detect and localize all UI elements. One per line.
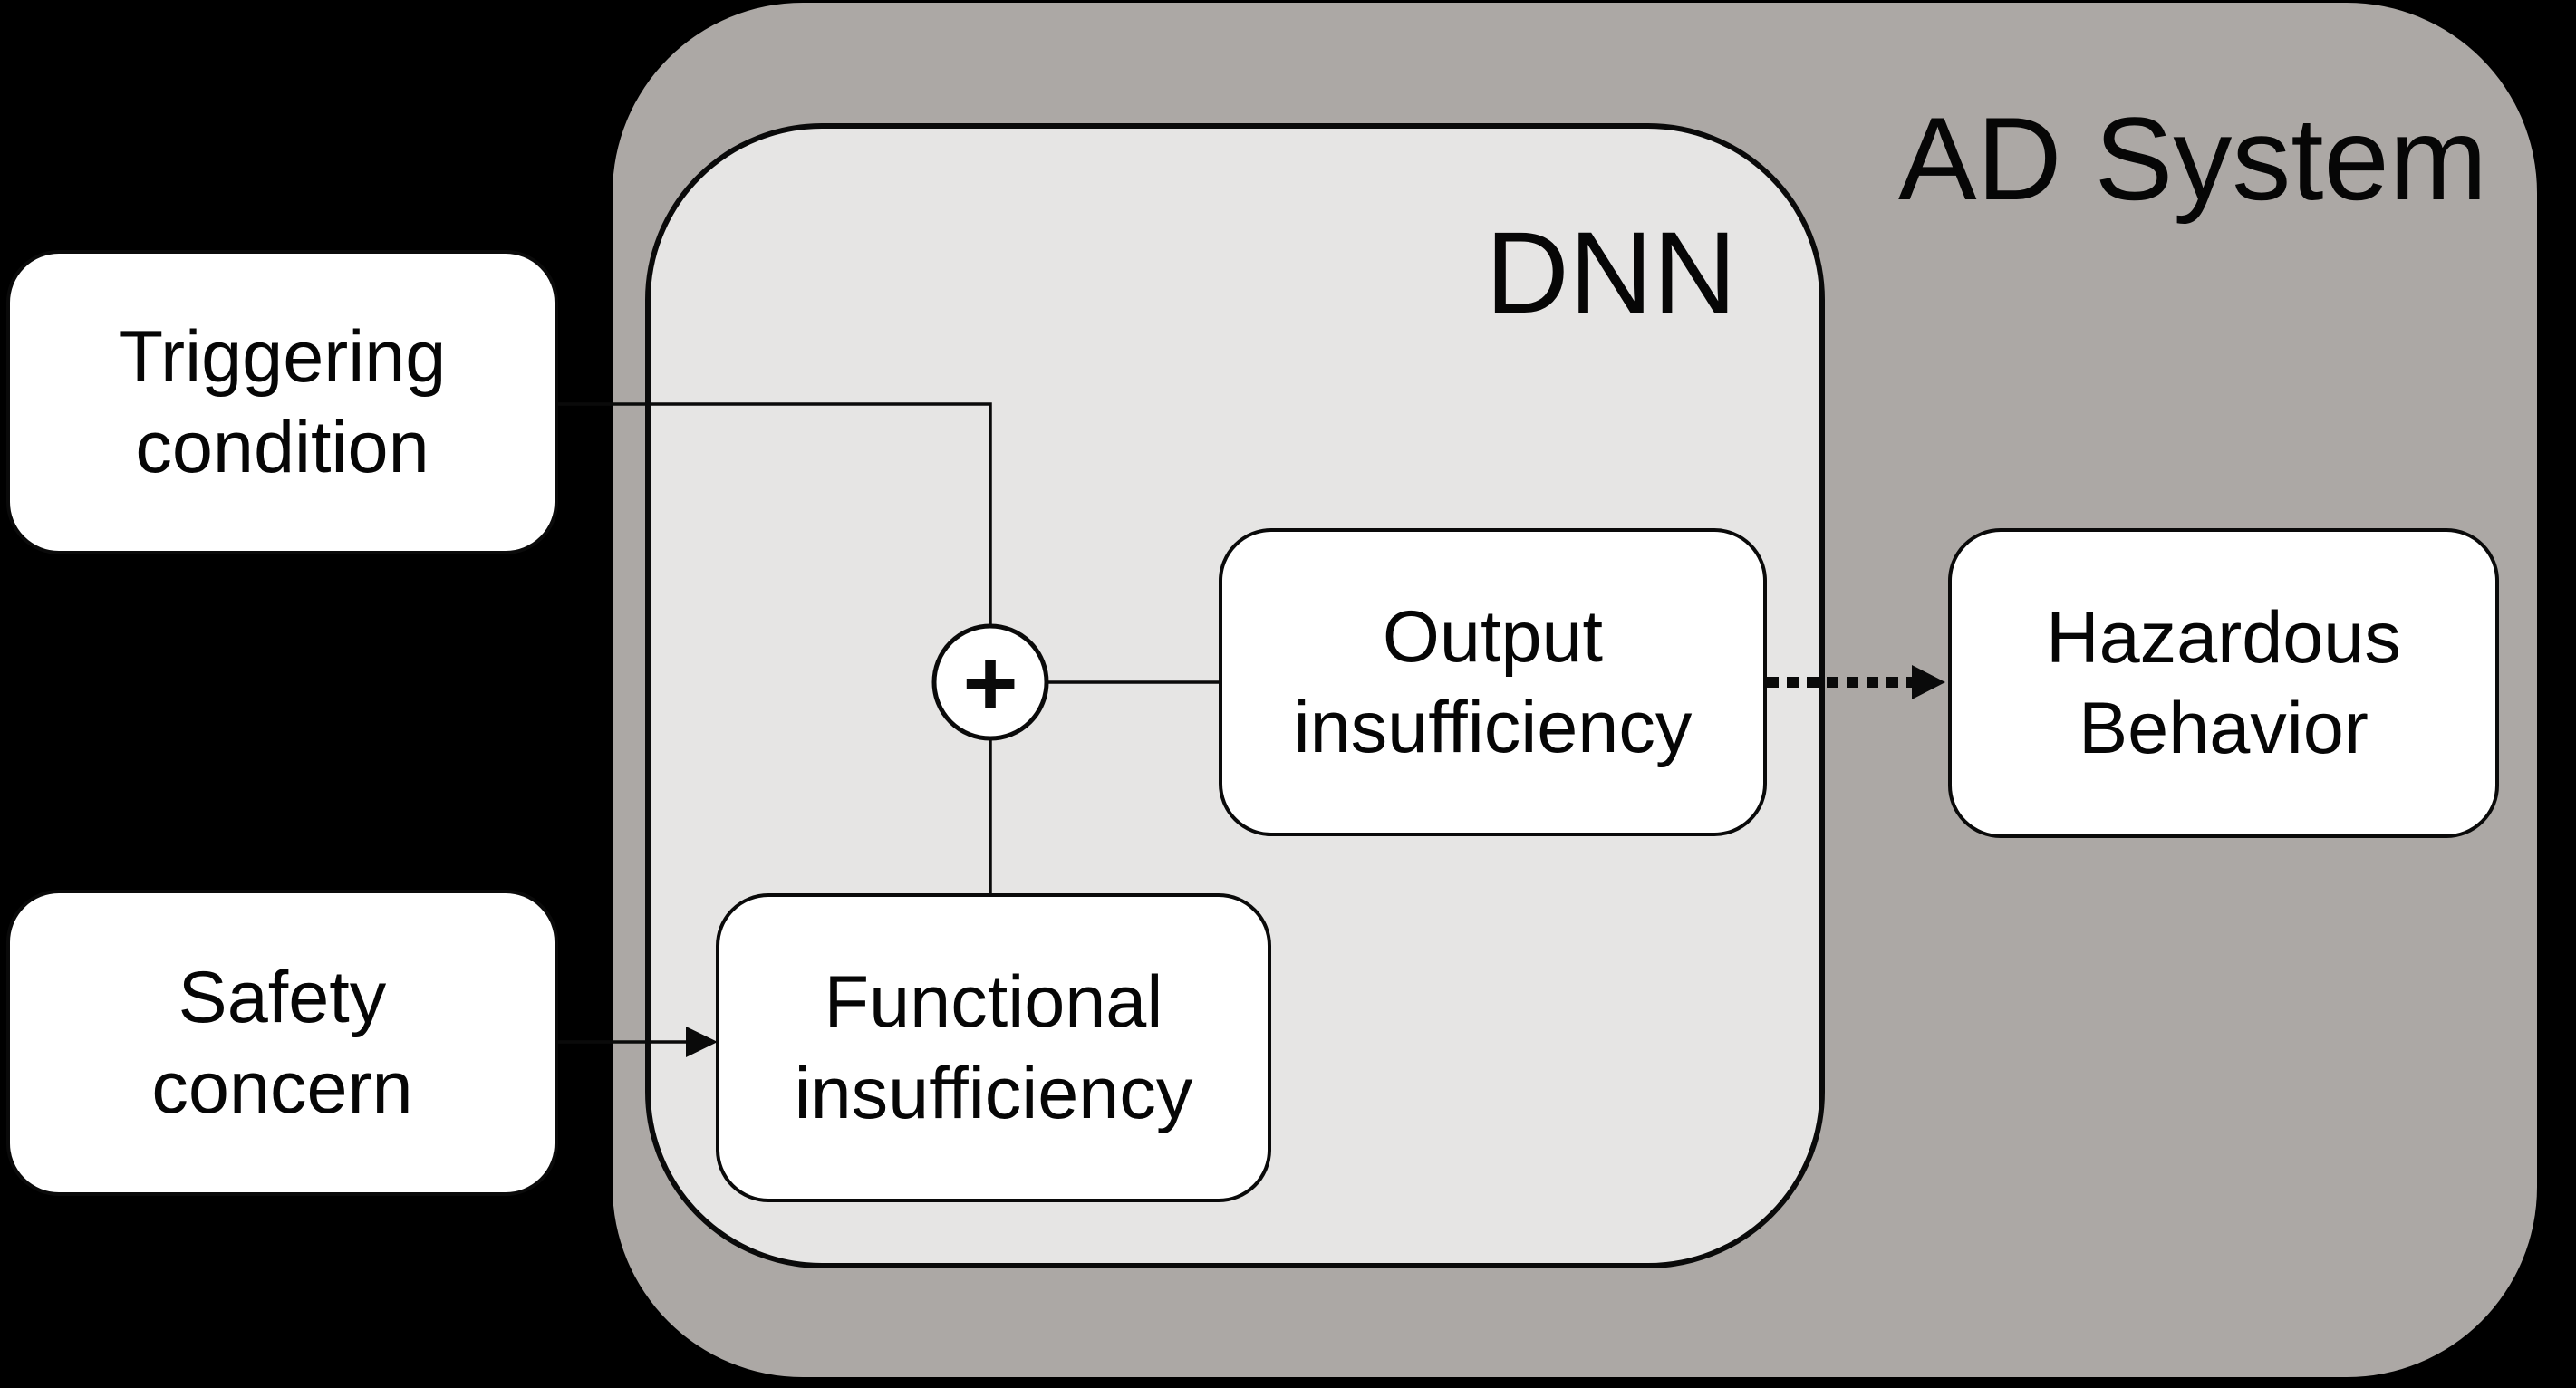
- node-output-insufficiency: Output insufficiency: [1219, 528, 1767, 836]
- node-output-insufficiency-label: Output insufficiency: [1293, 595, 1693, 768]
- node-triggering-condition-label: Triggering condition: [118, 315, 447, 488]
- node-functional-insufficiency: Functional insufficiency: [716, 893, 1271, 1202]
- edge-hazardous-arrowhead-icon: [1912, 665, 1945, 699]
- node-hazardous-behavior: Hazardous Behavior: [1948, 528, 2499, 838]
- node-functional-insufficiency-label: Functional insufficiency: [794, 961, 1193, 1134]
- edge-safety-arrowhead-icon: [686, 1027, 718, 1057]
- dnn-label: DNN: [1485, 208, 1737, 338]
- node-hazardous-behavior-label: Hazardous Behavior: [2046, 596, 2401, 769]
- plus-icon: +: [962, 631, 1018, 737]
- node-safety-concern: Safety concern: [6, 890, 558, 1196]
- sum-junction-circle: [931, 623, 1049, 741]
- node-triggering-condition: Triggering condition: [6, 250, 558, 554]
- edge-triggering-to-sum: [556, 402, 992, 626]
- node-safety-concern-label: Safety concern: [151, 956, 413, 1129]
- ad-system-label: AD System: [1897, 92, 2488, 225]
